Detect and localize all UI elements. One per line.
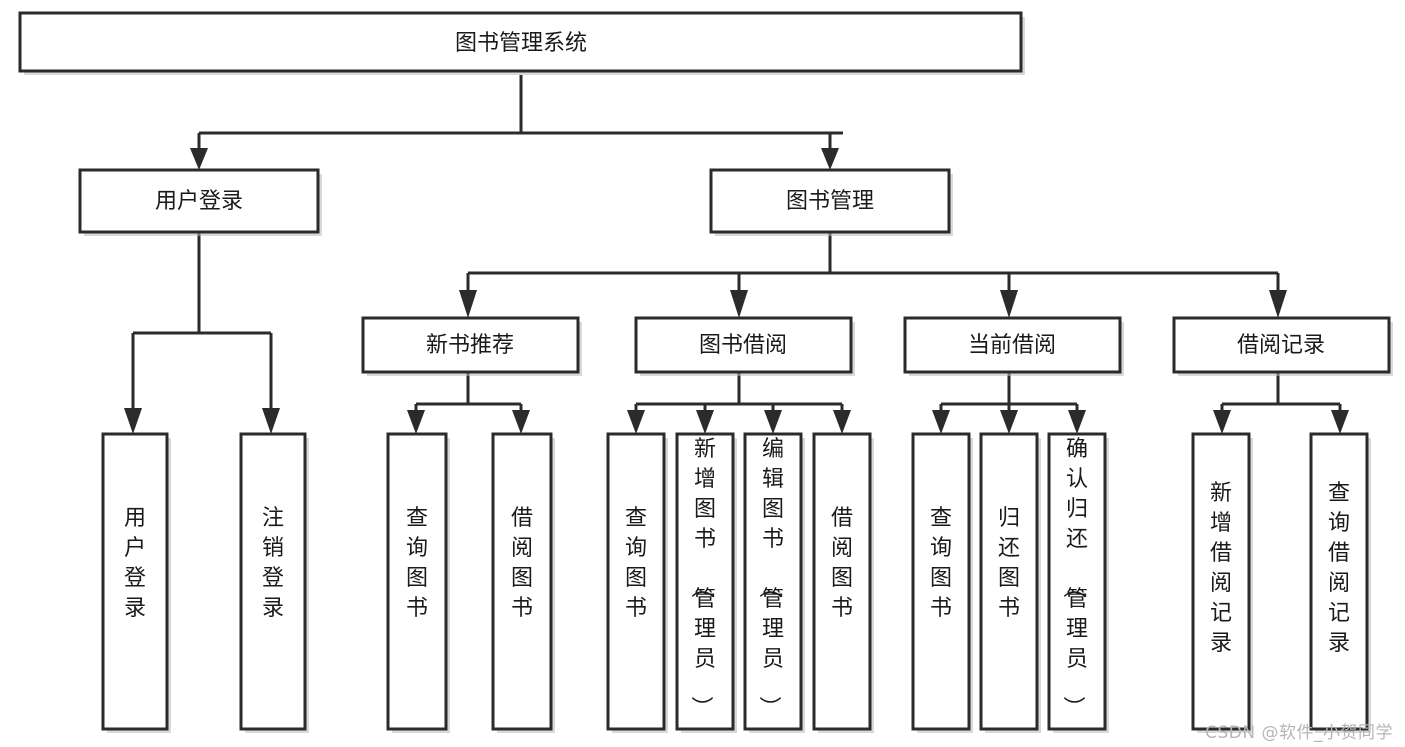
node-leaf-borrow-book-2-box (812, 432, 872, 731)
node-leaf-add-record-label: 新增借阅记录 (1210, 481, 1232, 656)
node-leaf-user-logout-box (239, 432, 307, 731)
node-leaf-borrow-book-2-label: 借阅图书 (831, 506, 853, 621)
arrow-to-leaf-user-logout (262, 408, 280, 434)
node-book-borrow-box (634, 316, 853, 374)
node-leaf-add-record-box (1191, 432, 1251, 731)
node-leaf-borrow-book-1[interactable]: 借阅图书 (491, 432, 555, 733)
node-leaf-borrow-book-1-box (491, 432, 553, 731)
csdn-watermark: CSDN @软件_小贺同学 (1205, 723, 1393, 743)
node-leaf-query-book-3-box (911, 432, 971, 731)
node-leaf-user-login-box (101, 432, 169, 731)
arrow-to-book-borrow (730, 290, 748, 318)
node-leaf-add-record[interactable]: 新增借阅记录 (1191, 432, 1253, 733)
node-leaf-add-book-label: 新增图书（管理员） (688, 437, 716, 718)
node-leaf-query-record-label: 查询借阅记录 (1328, 481, 1350, 656)
arrow-to-leaf-borrow-book-2 (833, 410, 851, 434)
arrow-to-leaf-query-book-3 (932, 410, 950, 434)
node-leaf-query-book-2-label: 查询图书 (625, 506, 647, 621)
node-leaf-query-book-2[interactable]: 查询图书 (606, 432, 668, 733)
node-leaf-user-logout[interactable]: 注销登录 (239, 432, 309, 733)
arrow-to-borrow-record (1269, 290, 1287, 318)
node-borrow-record[interactable]: 借阅记录 (1172, 316, 1393, 376)
node-leaf-edit-book-box (743, 432, 803, 731)
node-new-book-rec-label: 新书推荐 (426, 333, 514, 358)
node-current-borrow-label: 当前借阅 (968, 333, 1056, 358)
node-leaf-return-book-label: 归还图书 (998, 506, 1020, 621)
node-leaf-query-book-3[interactable]: 查询图书 (911, 432, 973, 733)
node-leaf-add-book[interactable]: 新增图书（管理员） (675, 432, 737, 733)
node-current-borrow[interactable]: 当前借阅 (903, 316, 1124, 376)
arrow-to-user-login (190, 148, 208, 170)
node-leaf-query-book-1-box (386, 432, 448, 731)
node-root-box (18, 11, 1023, 73)
node-book-borrow[interactable]: 图书借阅 (634, 316, 855, 376)
arrow-to-leaf-user-login (124, 408, 142, 434)
node-book-borrow-label: 图书借阅 (699, 333, 787, 358)
arrow-to-leaf-edit-book (764, 410, 782, 434)
node-leaf-user-login[interactable]: 用户登录 (101, 432, 171, 733)
arrow-to-leaf-query-record (1331, 410, 1349, 434)
node-leaf-borrow-book-2[interactable]: 借阅图书 (812, 432, 874, 733)
node-layer: 图书管理系统 用户登录 图书管理 新书推荐 (18, 11, 1393, 733)
arrow-to-leaf-add-book (696, 410, 714, 434)
node-leaf-add-book-box (675, 432, 735, 731)
node-leaf-user-logout-label: 注销登录 (262, 506, 284, 621)
node-leaf-edit-book[interactable]: 编辑图书（管理员） (743, 432, 805, 733)
node-leaf-query-book-1[interactable]: 查询图书 (386, 432, 450, 733)
node-leaf-edit-book-label: 编辑图书（管理员） (756, 437, 784, 718)
node-leaf-query-book-3-label: 查询图书 (930, 506, 952, 621)
node-leaf-confirm-return[interactable]: 确认归还（管理员） (1047, 432, 1109, 733)
node-user-login[interactable]: 用户登录 (78, 168, 322, 236)
node-root[interactable]: 图书管理系统 (18, 11, 1025, 75)
arrow-to-leaf-query-book-1 (407, 410, 425, 434)
node-new-book-rec[interactable]: 新书推荐 (361, 316, 582, 376)
node-borrow-record-box (1172, 316, 1391, 374)
node-user-login-box (78, 168, 320, 234)
node-leaf-borrow-book-1-label: 借阅图书 (511, 506, 533, 621)
arrow-to-book-manage (821, 148, 839, 170)
arrow-to-leaf-add-record (1213, 410, 1231, 434)
node-leaf-return-book-box (979, 432, 1039, 731)
node-book-manage[interactable]: 图书管理 (709, 168, 953, 236)
node-new-book-rec-box (361, 316, 580, 374)
arrow-to-leaf-query-book-2 (627, 410, 645, 434)
arrow-to-leaf-confirm-return (1068, 410, 1086, 434)
arrow-to-new-book-rec (459, 290, 477, 318)
node-user-login-label: 用户登录 (155, 189, 243, 214)
node-leaf-query-record[interactable]: 查询借阅记录 (1309, 432, 1371, 733)
node-borrow-record-label: 借阅记录 (1237, 333, 1325, 358)
node-leaf-return-book[interactable]: 归还图书 (979, 432, 1041, 733)
node-leaf-user-login-label: 用户登录 (124, 506, 146, 621)
arrow-to-current-borrow (1000, 290, 1018, 318)
node-leaf-query-book-2-box (606, 432, 666, 731)
node-root-label: 图书管理系统 (455, 31, 587, 56)
node-leaf-confirm-return-box (1047, 432, 1107, 731)
node-leaf-query-record-box (1309, 432, 1369, 731)
node-leaf-query-book-1-label: 查询图书 (406, 506, 428, 621)
node-current-borrow-box (903, 316, 1122, 374)
arrow-to-leaf-borrow-book-1 (512, 410, 530, 434)
arrow-to-leaf-return-book (1000, 410, 1018, 434)
connector-layer (124, 75, 1349, 434)
node-leaf-confirm-return-label: 确认归还（管理员） (1060, 437, 1088, 718)
node-book-manage-label: 图书管理 (786, 189, 874, 214)
node-book-manage-box (709, 168, 951, 234)
